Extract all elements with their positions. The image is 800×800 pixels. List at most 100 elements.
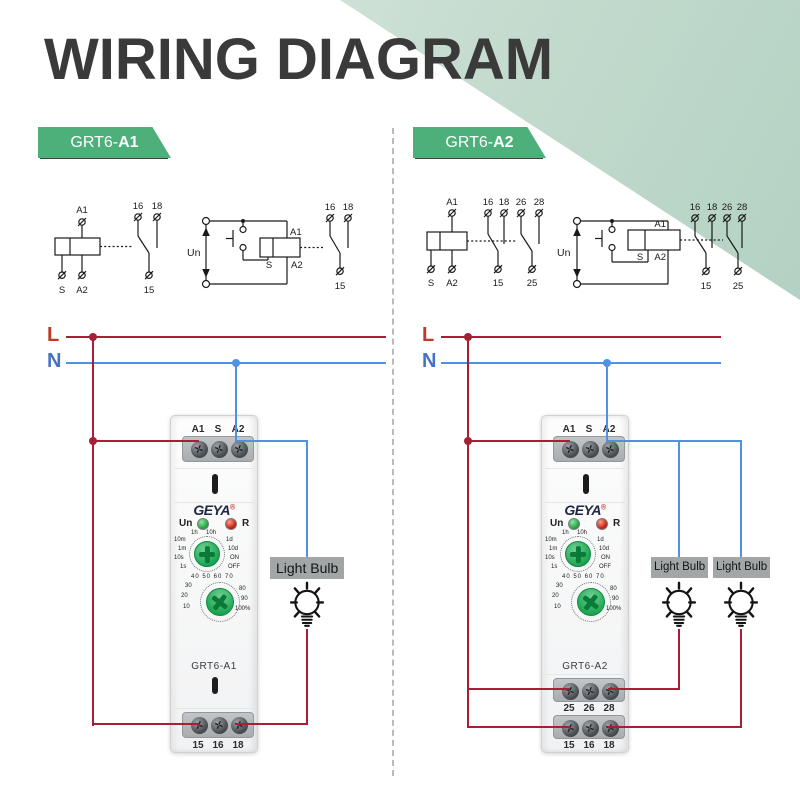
wire-bulb-supply — [306, 440, 308, 559]
brand-text: GEYA — [193, 502, 230, 518]
terminal-label-a2: A2 — [231, 424, 245, 435]
dial-label: OFF — [228, 564, 240, 570]
terminal-label-18: 18 — [603, 740, 615, 751]
line-l-label: L — [47, 324, 60, 346]
wire-a1-feed — [93, 440, 199, 442]
badge-prefix: GRT6- — [445, 134, 494, 151]
brand-text: GEYA — [564, 502, 601, 518]
contact-label: 16 — [690, 202, 701, 213]
terminal-label-18: 18 — [232, 740, 244, 751]
relay-led — [225, 518, 237, 530]
wire-28-return — [608, 688, 680, 690]
brand-logo: GEYA® — [542, 502, 628, 518]
time-fine-dial: 40 50 60 70 30 20 10 80 90 100% — [546, 574, 630, 626]
time-range-knob — [194, 541, 220, 567]
junction-dot — [89, 437, 97, 445]
dial-label: 10m — [174, 537, 186, 543]
terminal-label-15: 15 — [192, 740, 204, 751]
dial-label: 10d — [599, 546, 610, 552]
junction-dot — [464, 437, 472, 445]
dial-label: 40 50 60 70 — [562, 574, 605, 580]
contact-label: 18 — [707, 202, 718, 213]
terminal-label: A1 — [76, 205, 88, 216]
terminal-label: A2 — [446, 278, 458, 289]
terminal-label: A2 — [76, 285, 88, 296]
voltage-label: Un — [557, 247, 571, 259]
relay-device-grt6-a2: A1 S A2 GEYA® Un R 1h 10h 10m 1m 10s 1s … — [541, 415, 629, 753]
terminal-label: A1 — [446, 197, 458, 208]
wire-18-return — [236, 723, 308, 725]
terminal-label: A1 — [290, 227, 302, 238]
contact-label: 15 — [493, 278, 504, 289]
badge-model: A1 — [118, 134, 139, 151]
led-row: Un R — [171, 518, 257, 532]
dial-label: 1s — [551, 564, 558, 570]
wire-a1-feed — [468, 440, 570, 442]
dial-label: 30 — [556, 583, 563, 589]
dial-tick-ring — [571, 582, 611, 622]
wire-a2-out — [608, 440, 742, 442]
contact-label: 16 — [325, 202, 336, 213]
contact-label: 26 — [722, 202, 733, 213]
mid-terminal-strip — [553, 678, 625, 702]
din-clip-slot — [583, 474, 589, 494]
dial-label: ON — [230, 555, 239, 561]
contact-label: 18 — [152, 201, 163, 212]
wire-n-to-a2 — [606, 362, 608, 442]
light-bulb-icon — [723, 581, 759, 627]
light-bulb-icon — [289, 581, 325, 627]
terminal-label: S — [428, 278, 434, 289]
dial-label: 10h — [577, 530, 588, 536]
dial-tick-ring — [200, 582, 240, 622]
dial-label: 100% — [235, 606, 251, 612]
wire-bulb1-return — [678, 629, 680, 690]
terminal-label-26: 26 — [583, 703, 595, 714]
registered-mark: ® — [600, 504, 606, 512]
wire-bulb2-supply — [740, 440, 742, 559]
wire-l-line — [66, 336, 386, 338]
terminal-screw-15 — [190, 717, 208, 734]
terminal-label: A2 — [654, 252, 666, 263]
dial-label: 80 — [239, 586, 246, 592]
bottom-terminal-labels: 15 16 18 — [542, 740, 628, 752]
din-clip-slot — [212, 474, 218, 494]
time-range-dial: 1h 10h 10m 1m 10s 1s 1d 10d ON OFF — [544, 530, 624, 576]
contact-label: 15 — [144, 285, 155, 296]
schematic-grt6-a2-circuit: Un A1 S A2 16 18 15 26 28 25 — [557, 202, 747, 292]
dial-label: 10h — [206, 530, 217, 536]
terminal-screw-a1 — [190, 441, 208, 458]
contact-label: 18 — [499, 197, 510, 208]
terminal-screw-15 — [561, 719, 579, 737]
schematic-grt6-a1-circuit: Un A1 S A2 16 18 15 — [187, 202, 353, 292]
contact-label: 16 — [133, 201, 144, 212]
top-terminal-labels: A1 S A2 — [542, 424, 628, 436]
terminal-label: S — [59, 285, 65, 296]
dial-label: 30 — [185, 583, 192, 589]
dial-label: 90 — [612, 596, 619, 602]
dial-label: 10s — [545, 555, 555, 561]
brand-logo: GEYA® — [171, 502, 257, 518]
badge-grt6-a1: GRT6-A1 — [38, 127, 171, 158]
terminal-label-25: 25 — [563, 703, 575, 714]
terminal-screw-a1 — [561, 441, 579, 458]
contact-label: 26 — [516, 197, 527, 208]
junction-dot — [89, 333, 97, 341]
top-terminal-labels: A1 S A2 — [171, 424, 257, 436]
terminal-screw-s — [210, 441, 228, 458]
light-bulb-label: Light Bulb — [713, 557, 771, 578]
dial-label: 80 — [610, 586, 617, 592]
dial-label: 1h — [191, 530, 198, 536]
terminal-label-16: 16 — [583, 740, 595, 751]
page-title: WIRING DIAGRAM — [44, 27, 554, 92]
contact-label: 28 — [534, 197, 545, 208]
un-led-label: Un — [550, 518, 564, 529]
light-bulb-label: Light Bulb — [651, 557, 709, 578]
dial-label: 1m — [178, 546, 187, 552]
terminal-label: S — [266, 260, 272, 271]
light-bulb-label: Light Bulb — [270, 557, 345, 580]
terminal-label-a2: A2 — [602, 424, 616, 435]
dial-label: 1d — [226, 537, 233, 543]
terminal-screw-16 — [210, 717, 228, 734]
terminal-label-28: 28 — [603, 703, 615, 714]
contact-label: 16 — [483, 197, 494, 208]
